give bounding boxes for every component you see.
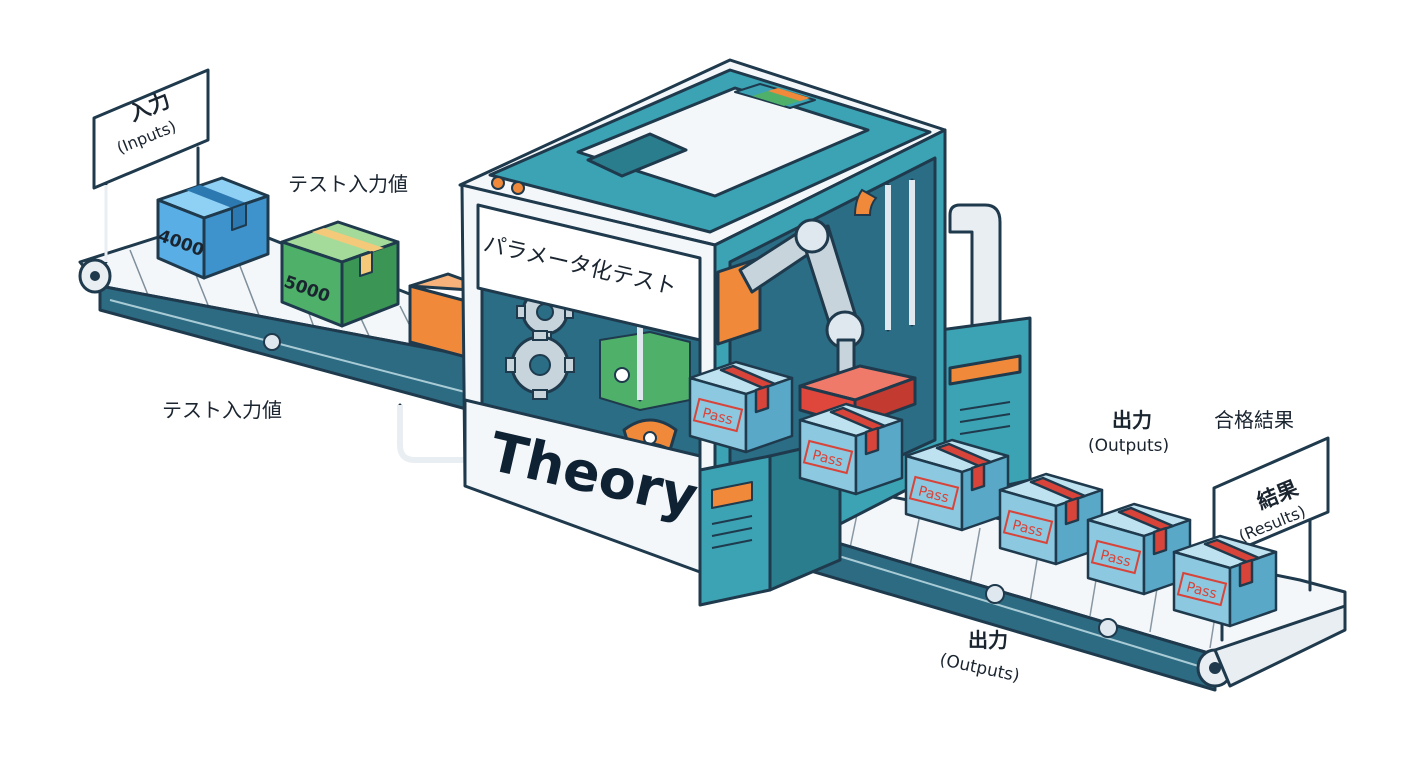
pass-box: Pass bbox=[798, 402, 904, 496]
pass-stamp bbox=[802, 439, 854, 475]
pass-label: Pass bbox=[1011, 517, 1045, 540]
inputs-sign bbox=[92, 68, 210, 264]
pass-label: Pass bbox=[811, 447, 845, 470]
pass-stamp bbox=[692, 397, 744, 433]
input-value-label-bottom: テスト入力値 bbox=[162, 398, 282, 422]
pass-stamp bbox=[1090, 539, 1142, 575]
gear-icon bbox=[505, 330, 575, 400]
pass-label: Pass bbox=[917, 483, 951, 506]
pass-box: Pass bbox=[904, 438, 1010, 532]
input-box-orange bbox=[408, 272, 472, 360]
pass-box: Pass bbox=[688, 360, 794, 454]
outputs-upper-subtitle: (Outputs) bbox=[1088, 436, 1170, 456]
pass-label: Pass bbox=[1185, 579, 1219, 602]
input-box-4000 bbox=[156, 176, 270, 280]
pass-stamp bbox=[1002, 509, 1054, 545]
pass-label: Pass bbox=[701, 405, 735, 428]
pass-results-label: 合格結果 bbox=[1214, 408, 1294, 432]
input-box-5000 bbox=[280, 220, 400, 328]
pass-stamp bbox=[908, 475, 960, 511]
pass-stamp bbox=[1176, 571, 1228, 607]
pass-box: Pass bbox=[1086, 502, 1192, 596]
input-value-label-top: テスト入力値 bbox=[288, 172, 408, 196]
pass-box: Pass bbox=[1172, 534, 1278, 628]
outputs-lower-title: 出力 bbox=[968, 628, 1008, 652]
outputs-upper-title: 出力 bbox=[1112, 408, 1152, 432]
pass-box: Pass bbox=[998, 472, 1104, 566]
pass-label: Pass bbox=[1099, 547, 1133, 570]
